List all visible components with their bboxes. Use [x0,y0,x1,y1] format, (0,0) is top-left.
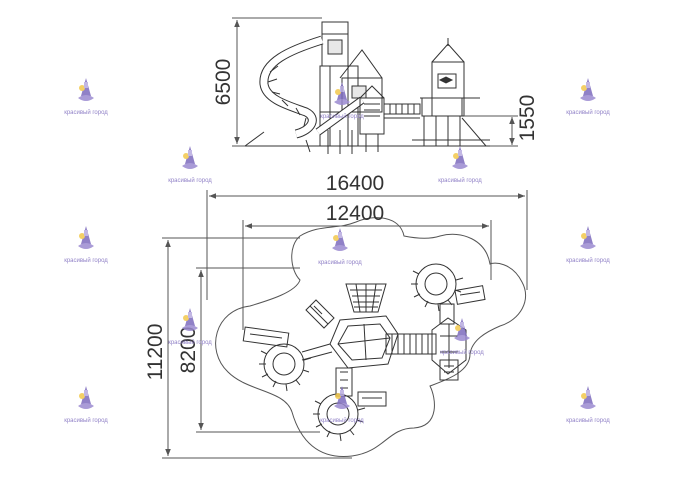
straight-slide-right [454,285,486,305]
watermark-logo: красивый город [320,82,364,120]
plan-structure [242,263,486,442]
watermark-logo: красивый город [168,146,212,184]
spiral-slide-elevation [259,35,324,139]
svg-text:красивый город: красивый город [320,417,364,424]
svg-text:красивый город: красивый город [438,177,482,184]
svg-text:красивый город: красивый город [318,259,362,266]
watermark-logos: красивый город красивый город красивый г… [64,78,610,424]
overall-width-dimension-label: 16400 [326,172,384,195]
spiral-slide-right [411,263,464,312]
inner-width-dimension-label: 12400 [326,202,384,225]
watermark-logo: красивый город [318,228,362,266]
svg-text:красивый город: красивый город [320,113,364,120]
watermark-logo: красивый город [64,226,108,264]
watermark-logo: красивый город [168,308,212,346]
watermark-logo: красивый город [320,386,364,424]
right-tower-plan [431,317,467,375]
height-dimension-label: 6500 [212,59,235,106]
watermark-logo: красивый город [438,146,482,184]
watermark-logo: красивый город [440,318,484,356]
plan-dimensions [162,190,528,459]
svg-text:красивый город: красивый город [64,417,108,424]
svg-text:красивый город: красивый город [566,417,610,424]
svg-text:красивый город: красивый город [440,349,484,356]
overall-depth-dimension-label: 11200 [144,324,167,381]
straight-slide-left [242,326,290,348]
svg-text:красивый город: красивый город [64,109,108,116]
svg-text:красивый город: красивый город [168,339,212,346]
svg-text:красивый город: красивый город [64,257,108,264]
inner-depth-dimension-label: 8200 [177,327,200,374]
elevation-dimensions [232,17,518,147]
watermark-logo: красивый город [64,78,108,116]
spiral-slide-left [259,343,312,392]
bridge-plan [385,333,437,355]
svg-text:красивый город: красивый город [566,257,610,264]
central-roof [339,49,383,79]
right-tower-roof [431,43,465,63]
svg-text:красивый город: красивый город [168,177,212,184]
safety-zone-outline [215,217,527,457]
watermark-logo: красивый город [64,386,108,424]
platform-height-dimension-label: 1550 [516,95,539,142]
watermark-logo: красивый город [566,226,610,264]
watermark-logo: красивый город [566,78,610,116]
svg-text:красивый город: красивый город [566,109,610,116]
plan-view [215,217,527,457]
right-tower-body [431,61,465,117]
central-platform [329,315,399,369]
elevation-view [244,21,490,154]
watermark-logo: красивый город [566,386,610,424]
ladder [305,299,335,329]
climbing-net [345,283,387,313]
straight-slide-bottom [357,391,387,407]
